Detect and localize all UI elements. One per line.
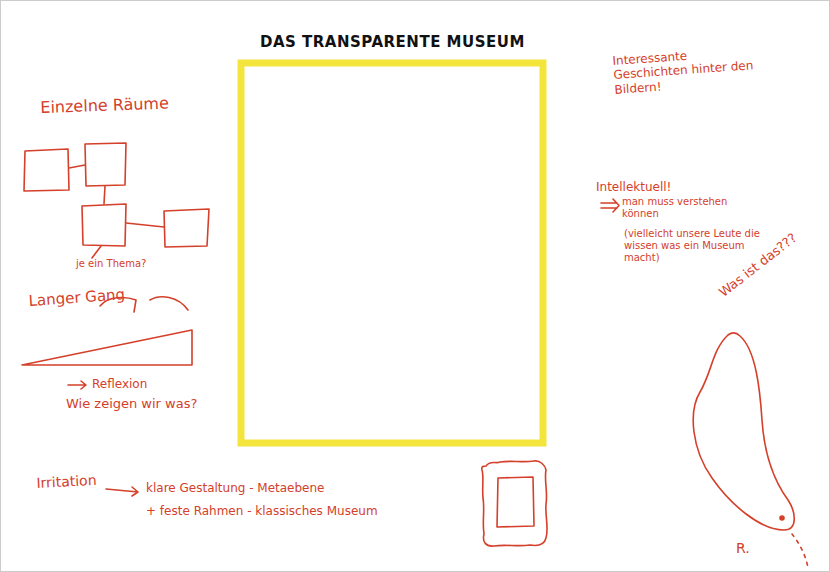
heading-note: Einzelne Räume (40, 94, 169, 118)
hand-note: klare Gestaltung - Metaebene (146, 481, 325, 495)
hand-note: Irritation (36, 472, 97, 492)
question-note: Wie zeigen wir was? (66, 396, 197, 412)
sketch-title: DAS TRANSPARENTE MUSEUM (260, 33, 525, 51)
hand-note: + feste Rahmen - klassisches Museum (146, 504, 378, 518)
question-note: je ein Thema? (76, 258, 146, 270)
hand-note: Intellektuell! (596, 180, 671, 194)
hand-note: (vielleicht unsere Leute die wissen was … (624, 228, 764, 264)
hand-note: Interessante Geschichten hinter den Bild… (612, 44, 765, 98)
signature: R. (736, 540, 750, 557)
hand-note: man muss verstehen können (622, 196, 734, 220)
hand-note: Reflexion (92, 377, 147, 391)
heading-note: Langer Gang (28, 285, 126, 310)
